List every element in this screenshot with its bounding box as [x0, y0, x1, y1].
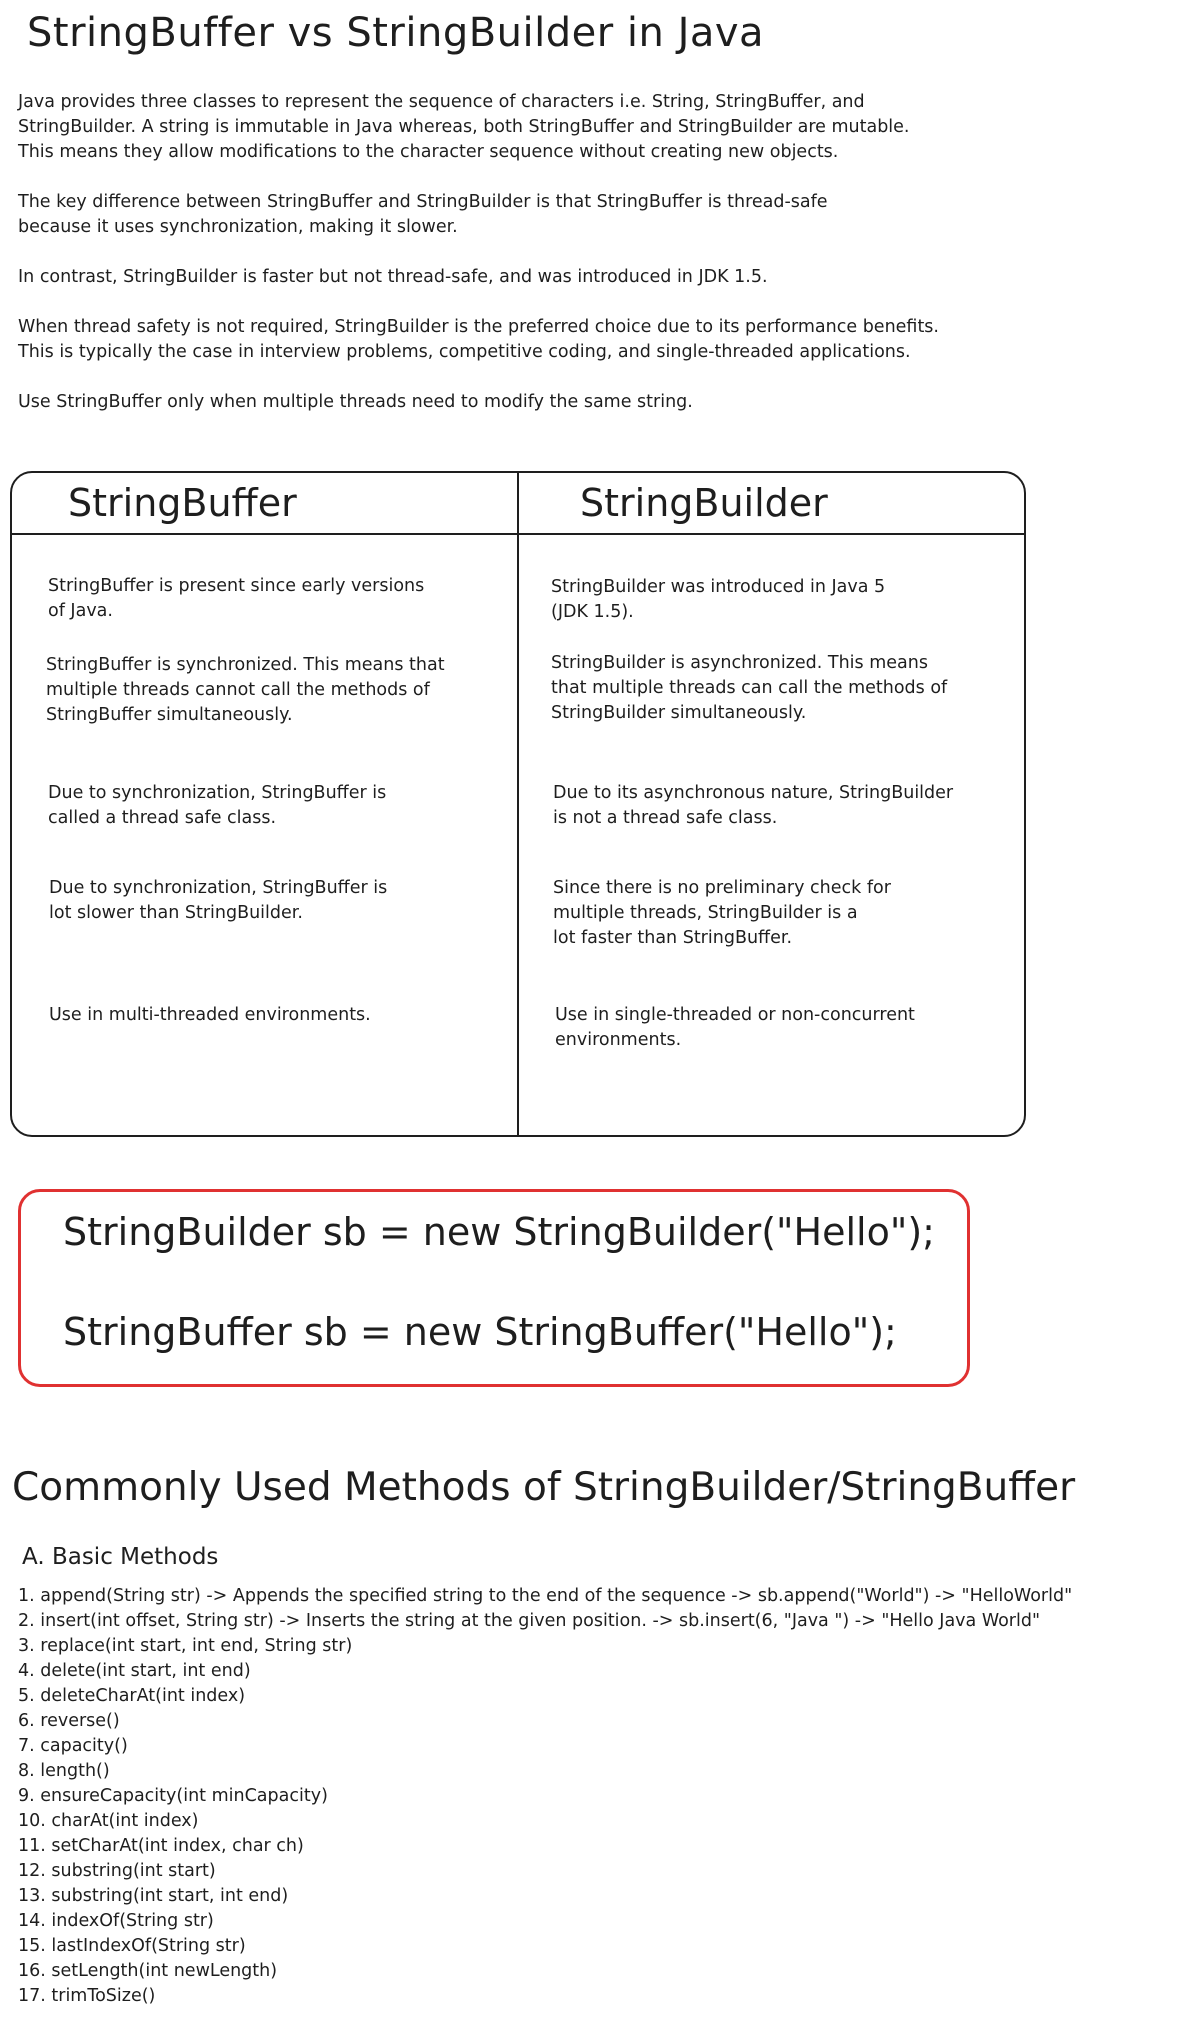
methods-list: 1. append(String str) -> Appends the spe… — [18, 1584, 1072, 2009]
method-item: 17. trimToSize() — [18, 1986, 156, 2006]
header-divider — [12, 533, 1024, 535]
stringbuffer-point: Due to synchronization, StringBuffer is … — [48, 783, 387, 828]
code-line-stringbuffer: StringBuffer sb = new StringBuffer("Hell… — [63, 1310, 897, 1354]
method-item: 5. deleteCharAt(int index) — [18, 1686, 246, 1706]
method-item: 10. charAt(int index) — [18, 1811, 199, 1831]
stringbuffer-point: StringBuffer is present since early vers… — [48, 576, 425, 621]
comparison-table: StringBuffer StringBuilder StringBuffer … — [10, 471, 1026, 1137]
intro-section: Java provides three classes to represent… — [18, 90, 1168, 440]
method-item: 11. setCharAt(int index, char ch) — [18, 1836, 304, 1856]
method-item: 13. substring(int start, int end) — [18, 1886, 289, 1906]
method-item: 7. capacity() — [18, 1736, 128, 1756]
stringbuffer-point: StringBuffer is synchronized. This means… — [46, 655, 445, 725]
intro-paragraph: When thread safety is not required, Stri… — [18, 317, 939, 362]
code-example-box: StringBuilder sb = new StringBuilder("He… — [18, 1189, 970, 1387]
stringbuffer-point: Due to synchronization, StringBuffer is … — [49, 878, 388, 923]
method-item: 1. append(String str) -> Appends the spe… — [18, 1586, 1073, 1606]
intro-paragraph: Java provides three classes to represent… — [18, 92, 910, 162]
stringbuilder-point: Since there is no preliminary check for … — [553, 878, 891, 948]
stringbuilder-point: Due to its asynchronous nature, StringBu… — [553, 783, 954, 828]
method-item: 8. length() — [18, 1761, 110, 1781]
method-item: 6. reverse() — [18, 1711, 120, 1731]
intro-paragraph: In contrast, StringBuilder is faster but… — [18, 267, 768, 287]
column-divider — [517, 473, 519, 1135]
intro-paragraph: The key difference between StringBuffer … — [18, 192, 828, 237]
method-item: 4. delete(int start, int end) — [18, 1661, 251, 1681]
method-item: 14. indexOf(String str) — [18, 1911, 214, 1931]
stringbuilder-point: Use in single-threaded or non-concurrent… — [555, 1005, 915, 1050]
method-item: 12. substring(int start) — [18, 1861, 216, 1881]
method-item: 9. ensureCapacity(int minCapacity) — [18, 1786, 328, 1806]
intro-paragraph: Use StringBuffer only when multiple thre… — [18, 392, 693, 412]
stringbuffer-point: Use in multi-threaded environments. — [49, 1005, 371, 1025]
stringbuffer-heading: StringBuffer — [68, 481, 297, 525]
stringbuilder-heading: StringBuilder — [580, 481, 828, 525]
method-item: 15. lastIndexOf(String str) — [18, 1936, 246, 1956]
method-item: 3. replace(int start, int end, String st… — [18, 1636, 353, 1656]
methods-heading: Commonly Used Methods of StringBuilder/S… — [12, 1465, 1076, 1510]
code-line-stringbuilder: StringBuilder sb = new StringBuilder("He… — [63, 1210, 935, 1254]
stringbuilder-point: StringBuilder was introduced in Java 5 (… — [551, 577, 886, 622]
methods-subheading: A. Basic Methods — [22, 1544, 219, 1570]
method-item: 2. insert(int offset, String str) -> Ins… — [18, 1611, 1041, 1631]
stringbuilder-point: StringBuilder is asynchronized. This mea… — [551, 653, 948, 723]
method-item: 16. setLength(int newLength) — [18, 1961, 278, 1981]
page-title: StringBuffer vs StringBuilder in Java — [27, 10, 765, 56]
